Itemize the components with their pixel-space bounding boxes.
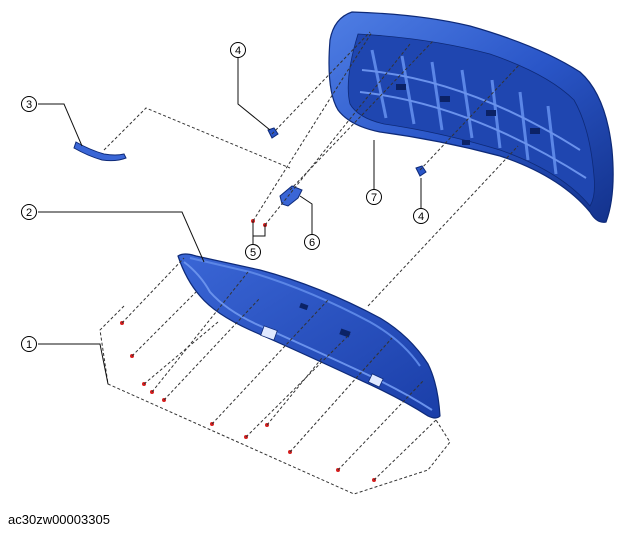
hood-bumper-lower [415, 165, 427, 177]
assembly-lines [99, 31, 521, 495]
figure-reference-code: ac30zw00003305 [8, 512, 110, 527]
callout-4-lower: 4 [413, 208, 429, 224]
hood-panel [328, 11, 614, 223]
callout-4-lower-number: 4 [418, 211, 424, 223]
hood-insulator [177, 253, 441, 419]
callout-5: 5 [245, 244, 261, 260]
callout-3: 3 [21, 96, 37, 112]
callout-4-upper: 4 [230, 42, 246, 58]
callout-4-upper-number: 4 [235, 45, 241, 57]
callout-2-number: 2 [26, 207, 32, 219]
callout-6: 6 [304, 234, 320, 250]
callout-1-number: 1 [26, 339, 32, 351]
callout-6-number: 6 [309, 237, 315, 249]
callout-2: 2 [21, 204, 37, 220]
hood-seal-part [73, 141, 127, 162]
callout-7-number: 7 [371, 192, 377, 204]
callout-3-number: 3 [26, 99, 32, 111]
callout-7: 7 [366, 189, 382, 205]
callout-5-number: 5 [250, 247, 256, 259]
leader-lines [38, 58, 422, 385]
callout-1: 1 [21, 336, 37, 352]
